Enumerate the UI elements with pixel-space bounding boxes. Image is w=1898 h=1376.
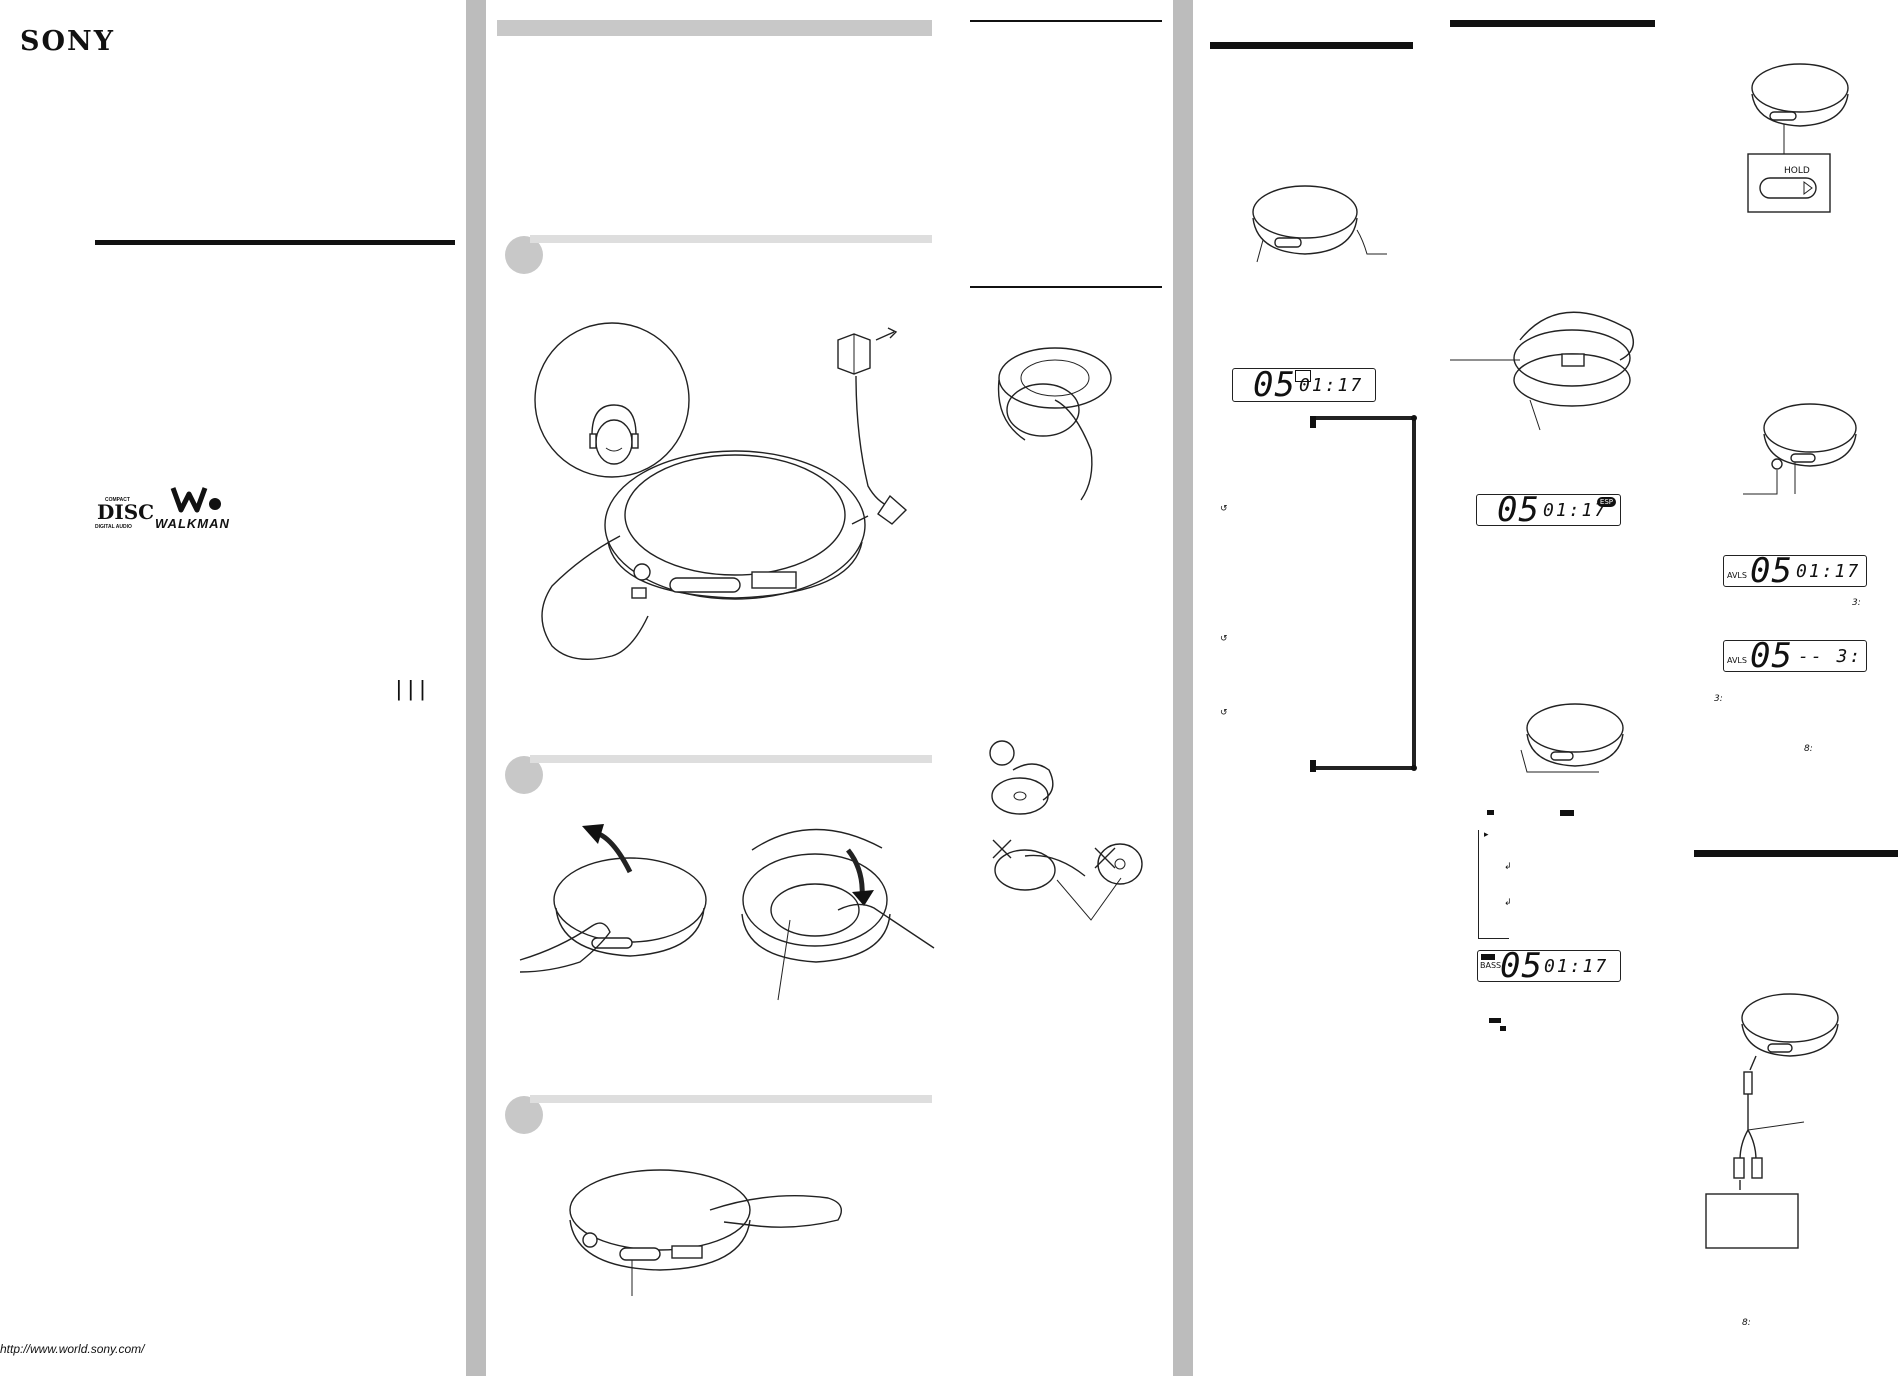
step-2-illustration (519, 824, 935, 1001)
hand-icon (519, 922, 611, 973)
cd-logo-line1: COMPACT (105, 497, 130, 503)
step-2-bar (530, 755, 932, 763)
esp-badge: ESP (1596, 497, 1616, 507)
cd-player-open-icon (741, 828, 891, 963)
bass-indicator-icon (1481, 954, 1495, 960)
bass-mode-mark-4 (1500, 1026, 1506, 1031)
lcd-display-a: 05 01:17 (1232, 368, 1376, 402)
panel4-top-rule (1210, 42, 1413, 49)
mark-c: 8: (1804, 744, 1813, 754)
hand-icon (1024, 854, 1086, 877)
mark-b: 3: (1714, 694, 1723, 704)
lcd-display-b: 05 01:17 ESP (1476, 490, 1621, 530)
walkman-logo: WALKMAN (155, 480, 255, 531)
display-d-time: 01:17 (1796, 561, 1861, 582)
display-e-time: -- 3: (1798, 646, 1863, 667)
bass-mode-list-bracket (1478, 830, 1509, 939)
panel6-rule (1694, 850, 1898, 857)
line-out-illustration (1705, 993, 1839, 1249)
display-c-time: 01:17 (1544, 956, 1609, 977)
cd-logo-line2: DISC (97, 500, 155, 524)
headphone-cable (541, 535, 649, 661)
cd-player-icon (553, 857, 707, 957)
lcd-display-c: BASS 05 01:17 (1477, 946, 1621, 986)
repeat-mark-3: ↺ (1220, 708, 1228, 718)
bass-mode-mark-3 (1489, 1018, 1501, 1023)
headphones-icon (589, 404, 639, 465)
display-b-time: 01:17 (1543, 500, 1608, 521)
display-c-track: 05 (1500, 946, 1543, 986)
bass-arrow-2: ↲ (1504, 862, 1512, 872)
panel3-mid-rule (970, 286, 1162, 288)
disc-icon (1097, 843, 1143, 885)
sony-url[interactable]: http://www.world.sony.com/ (0, 1342, 145, 1356)
bass-arrow-3: ↲ (1504, 898, 1512, 908)
cd-logo-line3: DIGITAL AUDIO (95, 524, 132, 530)
display-d-track: 05 (1750, 551, 1793, 591)
stereo-system-box (1705, 1193, 1799, 1249)
panel5-top-rule (1450, 20, 1655, 27)
display-a-repeat-box (1295, 370, 1311, 382)
avls-label: AVLS (1727, 571, 1747, 580)
step-3-illustration (569, 1169, 842, 1296)
player-open-illustration (1450, 311, 1634, 431)
bass-arrow-1: ▸ (1484, 830, 1489, 840)
bass-mode-mark-2 (1560, 810, 1574, 816)
hold-switch-illustration (1747, 63, 1849, 213)
disc-icon (994, 849, 1056, 891)
panel4-bracket (1310, 415, 1417, 772)
cover-rule (95, 240, 455, 245)
step-1-illustration (534, 322, 908, 661)
player-illustration-c (1743, 403, 1857, 495)
display-a-time: 01:17 (1299, 375, 1364, 396)
step-1-bar (530, 235, 932, 243)
page-gutter-2 (1173, 0, 1193, 1376)
cd-player-icon (1741, 993, 1839, 1057)
walkman-w-icon (170, 487, 221, 513)
bass-label: BASS (1480, 961, 1502, 970)
listener-circle (534, 322, 690, 478)
hold-label: HOLD (1784, 166, 1810, 176)
display-e-track: 05 (1750, 636, 1793, 676)
correct-mark-icon (989, 740, 1015, 766)
cd-player-icon (569, 1169, 751, 1271)
disc-insert-illustration (997, 347, 1112, 501)
lcd-display-e: AVLS 05 -- 3: (1723, 636, 1867, 676)
player-illustration-a (1252, 185, 1387, 263)
display-b-track: 05 (1497, 490, 1540, 530)
hand-icon (1054, 399, 1093, 501)
avls-blink-label: AVLS (1727, 656, 1747, 665)
cd-player-icon (604, 450, 866, 600)
compact-disc-logo: COMPACT DISC DIGITAL AUDIO (95, 497, 154, 531)
bass-mode-mark-1 (1487, 810, 1494, 815)
step-3-bar (530, 1095, 932, 1103)
hand-icon (837, 903, 935, 949)
disc-handling-illustration (989, 740, 1143, 921)
pipe-marks: | | | (396, 676, 426, 701)
walkman-wordmark: WALKMAN (155, 516, 230, 531)
player-illustration-b (1520, 703, 1624, 773)
repeat-mark-1: ↺ (1220, 504, 1228, 514)
mark-a: 3: (1852, 598, 1861, 608)
panel3-top-rule (970, 20, 1162, 22)
page-gutter-1 (466, 0, 486, 1376)
lcd-display-d: AVLS 05 01:17 (1723, 551, 1867, 591)
panel2-header-bar (497, 20, 932, 36)
sony-logo: SONY (20, 26, 115, 57)
wrong-mark-icon (992, 839, 1012, 859)
hand-icon (709, 1195, 842, 1228)
display-a-track: 05 (1253, 365, 1296, 405)
mark-d: 8: (1742, 1318, 1751, 1328)
disc-icon (991, 777, 1049, 815)
hand-icon (1012, 763, 1054, 801)
repeat-mark-2: ↺ (1220, 634, 1228, 644)
ac-adaptor-icon (837, 327, 908, 525)
